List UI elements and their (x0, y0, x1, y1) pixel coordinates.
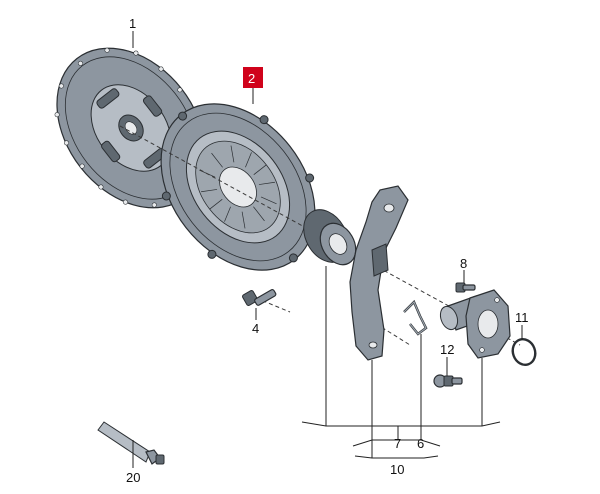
guide-sleeve[interactable] (437, 289, 511, 359)
label-6: 6 (417, 436, 424, 451)
guide-bolt[interactable] (455, 282, 476, 293)
leader-lines (132, 31, 523, 468)
label-12: 12 (440, 342, 454, 357)
ball-stud[interactable] (433, 374, 463, 388)
release-bearing[interactable] (295, 202, 363, 271)
label-2: 2 (248, 71, 255, 86)
part-labels: 1 2 4 8 11 12 7 6 10 20 (126, 16, 529, 485)
clip[interactable] (403, 299, 428, 336)
pressure-plate[interactable] (128, 72, 348, 301)
label-7: 7 (394, 436, 401, 451)
o-ring[interactable] (509, 336, 539, 368)
label-2-highlight (243, 67, 263, 88)
label-4: 4 (252, 321, 259, 336)
label-8: 8 (460, 256, 467, 271)
label-10: 10 (390, 462, 404, 477)
bolt[interactable] (242, 289, 277, 306)
release-fork[interactable] (349, 185, 409, 361)
label-20: 20 (126, 470, 140, 485)
label-1: 1 (129, 16, 136, 31)
label-11: 11 (515, 310, 529, 325)
grease-tube[interactable] (97, 421, 165, 465)
